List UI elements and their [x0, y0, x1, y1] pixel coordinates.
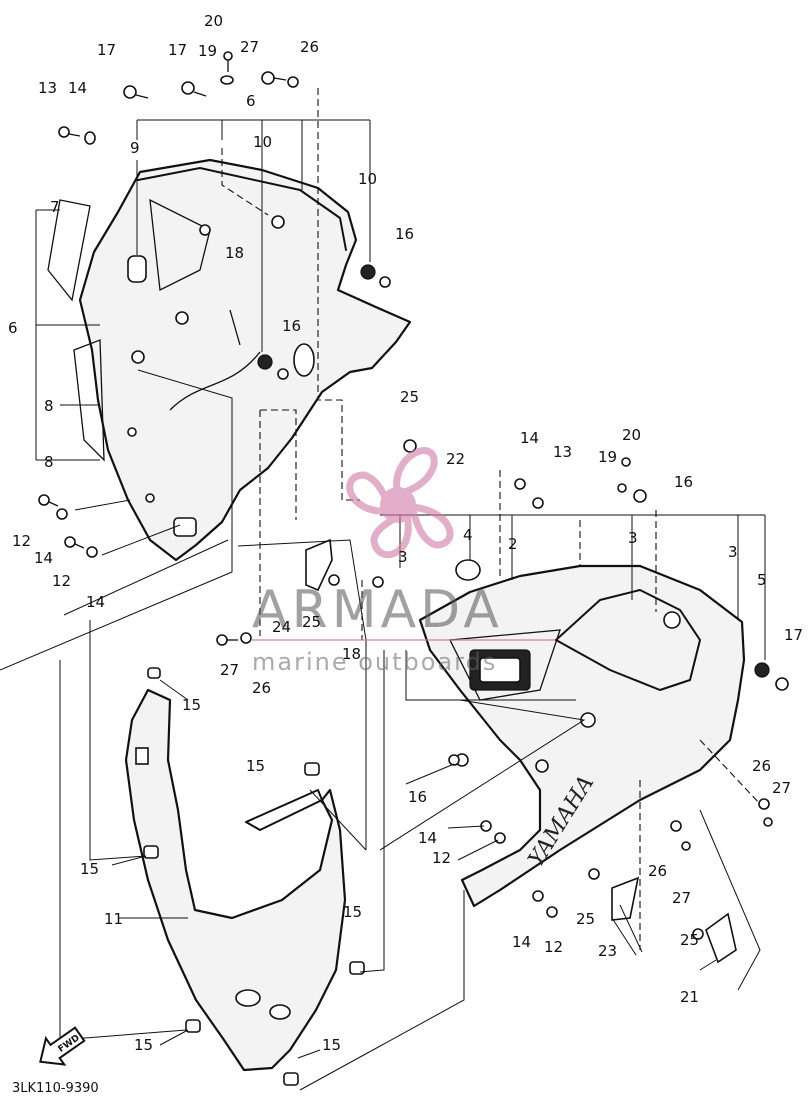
callout-19: 19: [598, 448, 617, 466]
dashed-leaders: [221, 88, 761, 950]
callout-19: 19: [198, 42, 217, 60]
callout-17: 17: [784, 626, 803, 644]
callout-9: 9: [130, 139, 140, 157]
callout-14: 14: [68, 79, 87, 97]
callout-12: 12: [432, 849, 451, 867]
callout-26: 26: [752, 757, 771, 775]
callout-14: 14: [512, 933, 531, 951]
callout-18: 18: [342, 645, 361, 663]
callout-15: 15: [80, 860, 99, 878]
callout-3: 3: [728, 543, 738, 561]
watermark-name: ARMADA: [252, 580, 503, 640]
callout-6: 6: [246, 92, 256, 110]
callout-12: 12: [52, 572, 71, 590]
callout-10: 10: [358, 170, 377, 188]
callout-2: 2: [508, 535, 518, 553]
leader-lines: [35, 119, 766, 1059]
callout-25: 25: [400, 388, 419, 406]
callout-15: 15: [246, 757, 265, 775]
callout-27: 27: [772, 779, 791, 797]
callout-16: 16: [408, 788, 427, 806]
callout-26: 26: [648, 862, 667, 880]
callout-7: 7: [50, 198, 60, 216]
right-cowling-panel: [418, 559, 789, 908]
callout-labels: 20 17 17 19 27 26 13 14 6 9 10 10 7 16 1…: [8, 12, 803, 1054]
callout-13: 13: [553, 443, 572, 461]
top-fasteners: [38, 51, 299, 646]
callout-14: 14: [418, 829, 437, 847]
callout-25: 25: [680, 931, 699, 949]
watermark-tagline: marine outboards: [252, 648, 497, 676]
callout-10: 10: [253, 133, 272, 151]
callout-5: 5: [757, 571, 767, 589]
callout-11: 11: [104, 910, 123, 928]
callout-27: 27: [672, 889, 691, 907]
callout-24: 24: [272, 618, 291, 636]
callout-12: 12: [12, 532, 31, 550]
callout-26: 26: [300, 38, 319, 56]
callout-16: 16: [282, 317, 301, 335]
callout-18: 18: [225, 244, 244, 262]
watermark: ARMADA marine outboards: [252, 447, 555, 676]
callout-16: 16: [395, 225, 414, 243]
callout-22: 22: [446, 450, 465, 468]
callout-14: 14: [34, 549, 53, 567]
callout-8: 8: [44, 397, 54, 415]
lower-side-panel: [124, 667, 365, 1086]
callout-17: 17: [168, 41, 187, 59]
callout-3: 3: [628, 529, 638, 547]
diagram-code: 3LK110-9390: [12, 1081, 99, 1096]
callout-6: 6: [8, 319, 18, 337]
callout-20: 20: [622, 426, 641, 444]
callout-15: 15: [343, 903, 362, 921]
callout-25: 25: [576, 910, 595, 928]
callout-14: 14: [86, 593, 105, 611]
callout-12: 12: [544, 938, 563, 956]
callout-15: 15: [134, 1036, 153, 1054]
callout-13: 13: [38, 79, 57, 97]
callout-15: 15: [182, 696, 201, 714]
propeller-logo: [346, 447, 454, 559]
callout-26: 26: [252, 679, 271, 697]
callout-16: 16: [674, 473, 693, 491]
callout-3: 3: [398, 548, 408, 566]
callout-21: 21: [680, 988, 699, 1006]
callout-15: 15: [322, 1036, 341, 1054]
callout-4: 4: [463, 526, 473, 544]
callout-17: 17: [97, 41, 116, 59]
upper-left-cowling-panel: [47, 158, 412, 562]
callout-27: 27: [220, 661, 239, 679]
callout-27: 27: [240, 38, 259, 56]
callout-20: 20: [204, 12, 223, 30]
callout-23: 23: [598, 942, 617, 960]
callout-14: 14: [520, 429, 539, 447]
callout-25: 25: [302, 613, 321, 631]
callout-8: 8: [44, 453, 54, 471]
